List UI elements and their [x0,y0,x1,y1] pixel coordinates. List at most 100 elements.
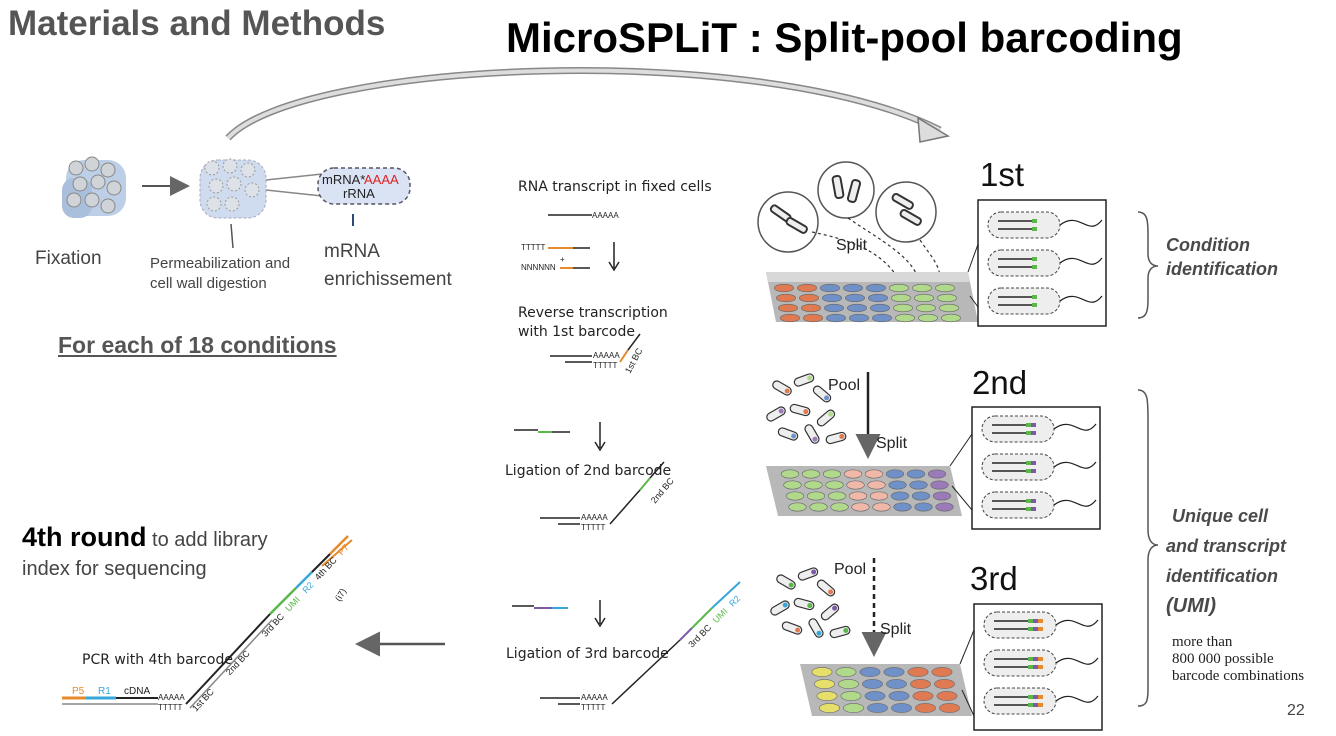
pooled-cell [820,603,840,621]
zoom-cell [983,649,1057,677]
plate-well [912,691,934,701]
plate-well [847,303,867,313]
plate-well [888,480,907,490]
plate1-wells [774,283,961,323]
section-title: Materials and Methods [8,4,386,43]
plate-well [893,502,912,512]
seq-polya-3: AAAAA [581,513,608,522]
plate-well [814,679,835,689]
plate-well [914,502,933,512]
plate-well [939,303,959,313]
plate-well [936,691,958,701]
adapter-p5: P5 [72,686,85,697]
plate-well [843,703,864,713]
plate-well [891,293,911,303]
plate-well [838,679,859,689]
fixed-cells-cluster [62,156,126,218]
plate-well [811,667,833,677]
plate-well [867,703,888,713]
brace-umi [1137,389,1159,707]
plate-well [886,679,907,689]
plate-well [891,703,912,713]
round-1st-label: 1st [980,156,1025,193]
plate-well [872,313,892,323]
condition-identification-label: Condition identification [1166,235,1278,279]
round2-zoom-cells [981,415,1097,519]
plate-well [911,491,931,501]
plate-well [883,667,905,677]
pooled-cell [766,406,786,422]
plate3-wells [811,667,960,713]
plate-well [869,491,889,501]
plate-well [915,703,936,713]
plate-well [803,313,823,323]
bc2-label: 2nd BC [649,475,676,505]
pooled-cell [797,567,819,581]
pooled-cell [808,618,824,638]
ligation3-linker [512,600,606,628]
seq-t-5: TTTTT [158,703,183,712]
zoom-cell [987,249,1061,277]
zoom-cell [983,687,1057,715]
permeabilization-label: Permeabilization and cell wall digestion [150,255,291,292]
plate-well [785,491,805,501]
plate-well [864,469,884,479]
pooled-cell [770,600,790,616]
box-rrna-text: rRNA [343,186,375,201]
seq-polya-1: AAAAA [592,211,619,220]
rna-transcript-strand: AAAAA [548,211,619,220]
pooled-cell [772,380,792,396]
plate-well [870,303,890,313]
plate-well [778,303,798,313]
split-label-2: Split [876,435,908,452]
plate-well [890,491,910,501]
seq-n-1: NNNNNN [521,263,556,272]
zoom-cell [987,287,1061,315]
seq-polya-4: AAAAA [581,693,608,702]
plate-well [885,469,905,479]
final-bc1: 1st BC [190,686,216,713]
plate-well [788,502,807,512]
ligation2-product: AAAAA TTTTT 2nd BC [540,461,676,532]
box-polya-text: AAAA [364,172,399,187]
zoom-cell [987,211,1061,239]
plate-well [927,469,947,479]
pooled-cell [776,574,796,590]
curved-arrow-head [917,116,951,143]
mrna-rrna-box: mRNA* AAAA rRNA [317,167,411,205]
plate-well [934,679,955,689]
round-2nd-label: 2nd [972,364,1028,401]
seq-t-2: TTTTT [593,361,618,370]
plate-well [809,502,828,512]
mrna-enrichment-label: mRNA enrichissement [324,241,452,290]
plate-2 [766,466,962,516]
plate-well [916,303,936,313]
seq-t-3: TTTTT [581,523,606,532]
bc1-label: 1st BC [623,346,645,375]
plate-well [846,480,865,490]
plate-well [827,491,847,501]
plate-well [939,703,960,713]
zoom-cell [981,415,1055,443]
plate-well [816,691,838,701]
plate-well [830,502,849,512]
plate-well [848,491,868,501]
seq-t-1: TTTTT [521,243,546,252]
plate-well [907,667,929,677]
pool-label-1: Pool [828,377,860,394]
seq-t-4: TTTTT [581,703,606,712]
combinations-note: more than 800 000 possible barcode combi… [1172,634,1305,684]
plate-well [912,283,932,293]
round3-zoom-cells [983,611,1099,715]
plate-3 [800,664,972,716]
plate-well [780,469,800,479]
pool-label-2: Pool [834,561,866,578]
split-label-1: Split [836,237,868,254]
plate-well [797,283,817,293]
final-i7: (i7) [333,587,348,603]
plate-well [776,293,796,303]
svg-text:+: + [560,255,565,264]
pcr-final-product: P5 R1 cDNA AAAAA TTTTT 1st BC 2nd BC 3rd… [62,535,353,713]
svg-text:3rd BC UMI R2: 3rd BC UMI R2 [686,594,742,650]
plate-well [825,480,844,490]
